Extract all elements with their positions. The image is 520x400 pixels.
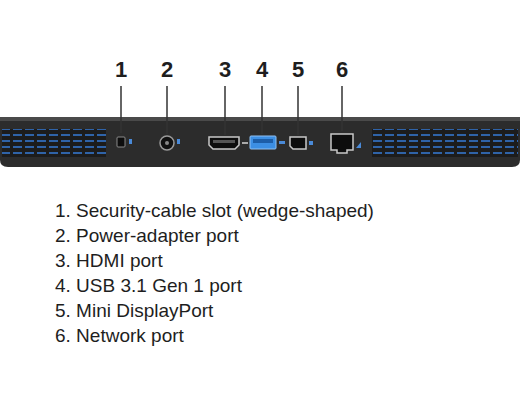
port-icon bbox=[242, 142, 248, 144]
port-icon bbox=[309, 141, 313, 145]
hdmi-port bbox=[209, 137, 239, 149]
hdmi-contacts bbox=[213, 140, 235, 143]
power-port bbox=[160, 136, 174, 150]
port-description: 6. Network port bbox=[55, 324, 505, 348]
port-icon bbox=[279, 141, 285, 144]
mini-displayport bbox=[290, 137, 306, 149]
port-icon bbox=[129, 139, 132, 144]
chassis-edge bbox=[0, 117, 520, 121]
leader-lines bbox=[121, 86, 342, 135]
power-pin bbox=[165, 141, 169, 145]
callout-number: 2 bbox=[161, 57, 173, 83]
security-slot bbox=[117, 137, 125, 147]
port-description: 4. USB 3.1 Gen 1 port bbox=[55, 274, 505, 298]
callout-number: 1 bbox=[115, 57, 127, 83]
port-description: 1. Security-cable slot (wedge-shaped) bbox=[55, 199, 505, 223]
callout-number: 6 bbox=[336, 57, 348, 83]
usb-port bbox=[250, 136, 276, 149]
network-port bbox=[331, 134, 353, 153]
callout-number: 5 bbox=[292, 57, 304, 83]
callout-number: 3 bbox=[219, 57, 231, 83]
chassis bbox=[0, 117, 520, 167]
port-description: 3. HDMI port bbox=[55, 249, 505, 273]
port-icon bbox=[356, 142, 361, 148]
port-description: 5. Mini DisplayPort bbox=[55, 299, 505, 323]
callout-number: 4 bbox=[256, 57, 268, 83]
usb-tongue bbox=[253, 139, 273, 143]
vent bbox=[372, 129, 518, 157]
port-description: 2. Power-adapter port bbox=[55, 224, 505, 248]
vent bbox=[2, 129, 106, 157]
port-icon bbox=[177, 139, 180, 144]
